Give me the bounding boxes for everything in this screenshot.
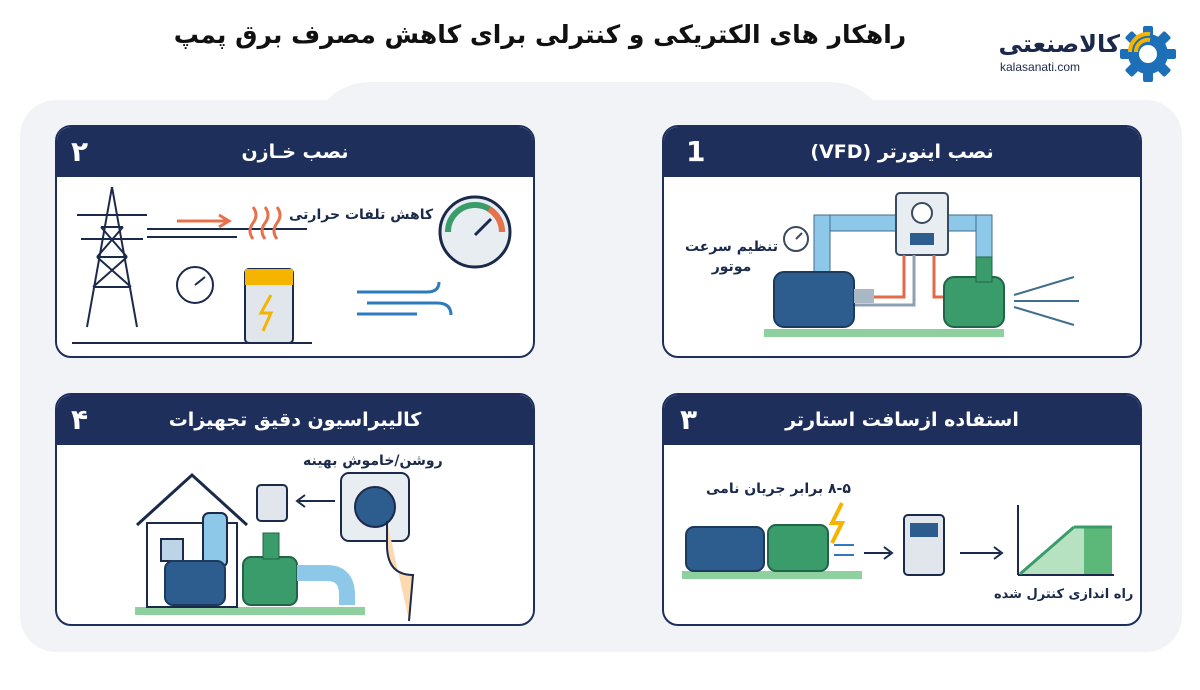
card-illustration: روشن/خاموش بهینه <box>57 445 533 624</box>
logo-url: kalasanati.com <box>1000 60 1081 74</box>
lightning-icon <box>828 502 846 544</box>
pipe <box>297 565 355 605</box>
vfd-gauge-icon <box>911 202 933 224</box>
controlled-start-label: راه اندازی کنترل شده <box>994 587 1134 602</box>
pump <box>943 276 1005 328</box>
card-title: نصب اینورتر (VFD) <box>810 141 994 163</box>
logo-name: کالاصنعتی <box>998 30 1120 58</box>
card-number: ۴ <box>71 403 89 436</box>
ramp-flat <box>1084 527 1112 574</box>
controller-icon <box>256 484 288 522</box>
motor <box>164 560 226 606</box>
ground-base <box>682 571 862 579</box>
ramp-area <box>1020 527 1084 574</box>
wind-icon <box>357 281 453 316</box>
pump <box>767 524 829 572</box>
motor-speed-label: تنظیم سرعت موتور <box>684 239 779 275</box>
heat-icon <box>248 206 282 240</box>
arrow-icon <box>960 546 1004 560</box>
card-illustration: تنظیم سرعت موتور <box>664 177 1140 356</box>
card-number: ۲ <box>71 135 89 168</box>
motor <box>773 271 855 328</box>
heat-loss-label: کاهش تلفات حرارتی <box>289 207 434 223</box>
arrow-icon <box>864 546 894 560</box>
pump <box>242 556 298 606</box>
card-title: کالیبراسیون دقیق تجهیزات <box>168 409 422 431</box>
brand-logo[interactable]: کالاصنعتی kalasanati.com <box>990 20 1190 90</box>
house-icon <box>135 472 249 527</box>
card-capacitor: نصب خـازن ۲ <box>55 125 535 358</box>
card-vfd: نصب اینورتر (VFD) 1 <box>662 125 1142 358</box>
onoff-label: روشن/خاموش بهینه <box>303 453 443 469</box>
card-header: کالیبراسیون دقیق تجهیزات ۴ <box>57 395 533 445</box>
card-header: نصب خـازن ۲ <box>57 127 533 177</box>
arrow-icon <box>177 213 232 229</box>
inrush-current-label: ۸-۵ برابر جریان نامی <box>706 481 851 497</box>
page-title: راهکار های الکتریکی و کنترلی برای کاهش م… <box>173 20 907 49</box>
ground-base <box>764 329 1004 337</box>
arrow-icon <box>295 494 335 508</box>
card-title: استفاده ازسافت استارتر <box>785 409 1019 431</box>
motor <box>685 526 765 572</box>
tank-icon <box>202 512 228 568</box>
hand-icon <box>386 521 415 622</box>
card-header: استفاده ازسافت استارتر ۳ <box>664 395 1140 445</box>
card-header: نصب اینورتر (VFD) 1 <box>664 127 1140 177</box>
card-soft-starter: استفاده ازسافت استارتر ۳ ۸-۵ برابر جریان… <box>662 393 1142 626</box>
arrow-icon <box>834 544 854 556</box>
card-calibration: کالیبراسیون دقیق تجهیزات ۴ روشن/خاموش به… <box>55 393 535 626</box>
card-number: 1 <box>686 135 706 168</box>
card-number: ۳ <box>680 403 698 436</box>
card-illustration: کاهش تلفات حرارتی <box>57 177 533 356</box>
card-title: نصب خـازن <box>241 141 349 163</box>
power-tower-icon <box>77 186 147 328</box>
card-illustration: ۸-۵ برابر جریان نامی راه اندازی کنترل شد… <box>664 445 1140 624</box>
gear-icon <box>1120 26 1176 82</box>
pipe <box>813 214 831 276</box>
ground-base <box>135 607 365 615</box>
